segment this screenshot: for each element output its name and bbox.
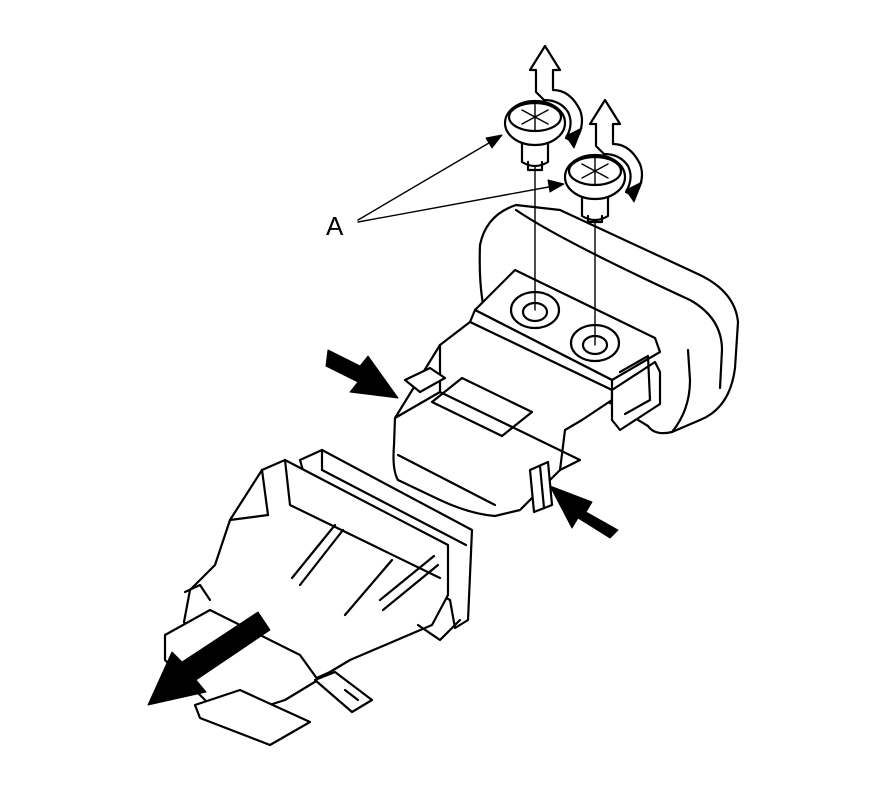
pull-out-arrow-icon: [147, 611, 271, 706]
press-arrow-icon: [549, 485, 619, 539]
callout-a: A: [326, 134, 565, 241]
arrow-up-rotate-icon: [588, 98, 644, 203]
press-arrow-icon: [325, 349, 399, 399]
callout-label: A: [326, 211, 344, 241]
screw-icon: [503, 99, 567, 311]
arrow-up-rotate-icon: [528, 44, 584, 149]
screw-icon: [563, 153, 627, 346]
